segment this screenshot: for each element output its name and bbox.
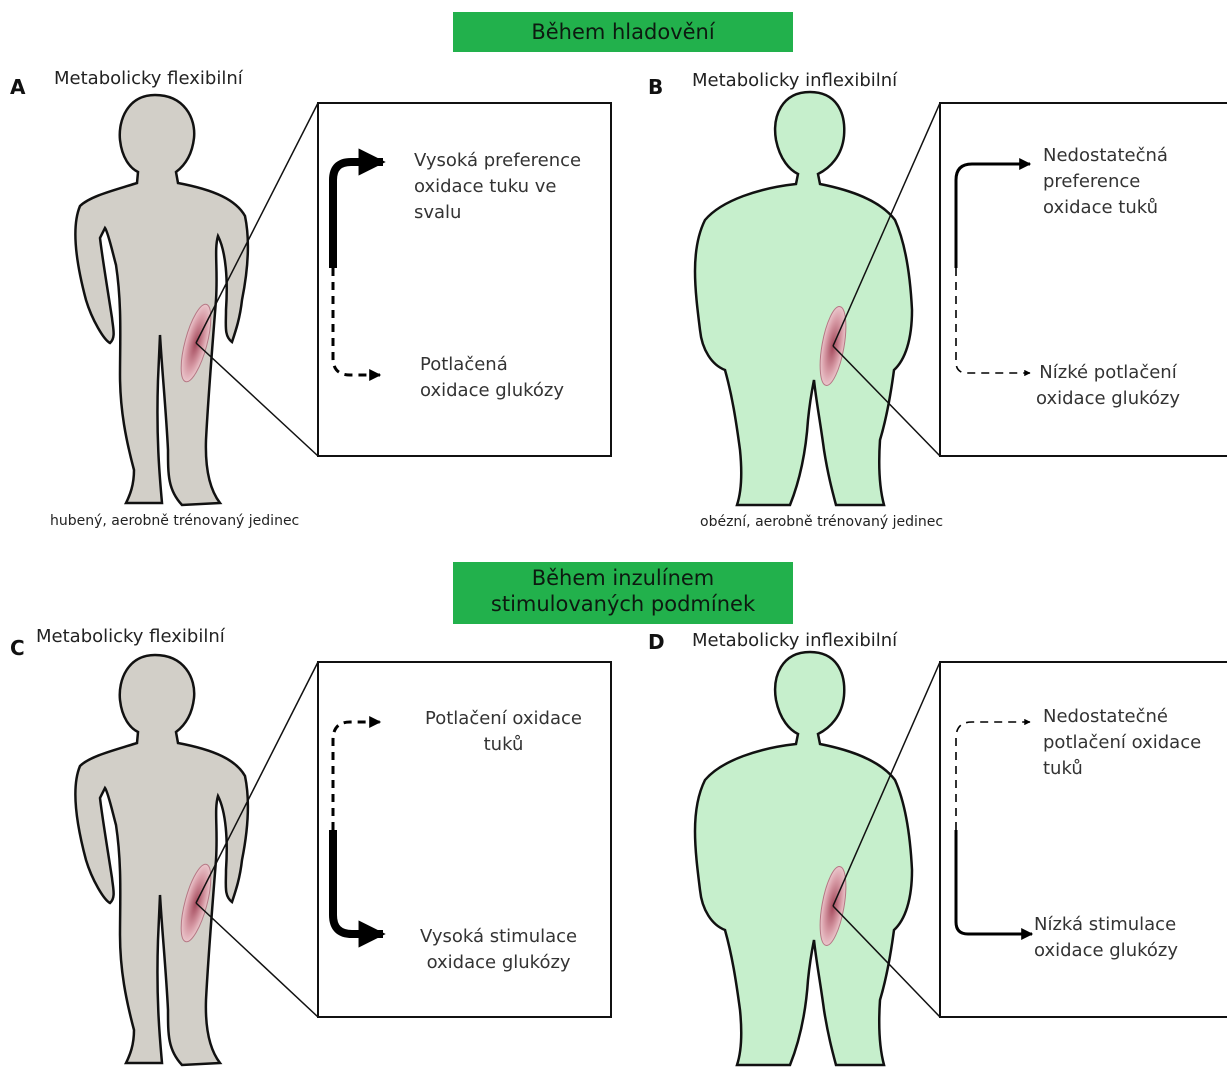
panel-b-top-label: Nedostatečná preference oxidace tuků bbox=[1043, 143, 1168, 221]
lean-body-c-silhouette bbox=[75, 655, 248, 1065]
panel-a-top-label: Vysoká preference oxidace tuku ve svalu bbox=[414, 148, 581, 226]
zoom-line-c-bottom bbox=[196, 903, 318, 1017]
panel-c-bottom-label: Vysoká stimulace oxidace glukózy bbox=[420, 924, 577, 976]
zoom-line-a-bottom bbox=[196, 343, 318, 456]
panel-d-bottom-label: Nízká stimulace oxidace glukózy bbox=[1034, 912, 1178, 964]
lean-figure-a bbox=[75, 95, 248, 505]
panel-a-bottom-label: Potlačená oxidace glukózy bbox=[420, 352, 564, 404]
panel-b-caption: obézní, aerobně trénovaný jedinec bbox=[700, 514, 943, 530]
panel-a-caption: hubený, aerobně trénovaný jedinec bbox=[50, 513, 299, 529]
obese-body-b-silhouette bbox=[695, 92, 912, 505]
obese-body-d-silhouette bbox=[695, 652, 912, 1065]
lean-body-a-silhouette bbox=[75, 95, 248, 505]
panel-d-top-label: Nedostatečné potlačení oxidace tuků bbox=[1043, 704, 1201, 782]
panel-c-top-label: Potlačení oxidace tuků bbox=[425, 706, 582, 758]
panel-b-bottom-label: Nízké potlačení oxidace glukózy bbox=[1036, 360, 1180, 412]
